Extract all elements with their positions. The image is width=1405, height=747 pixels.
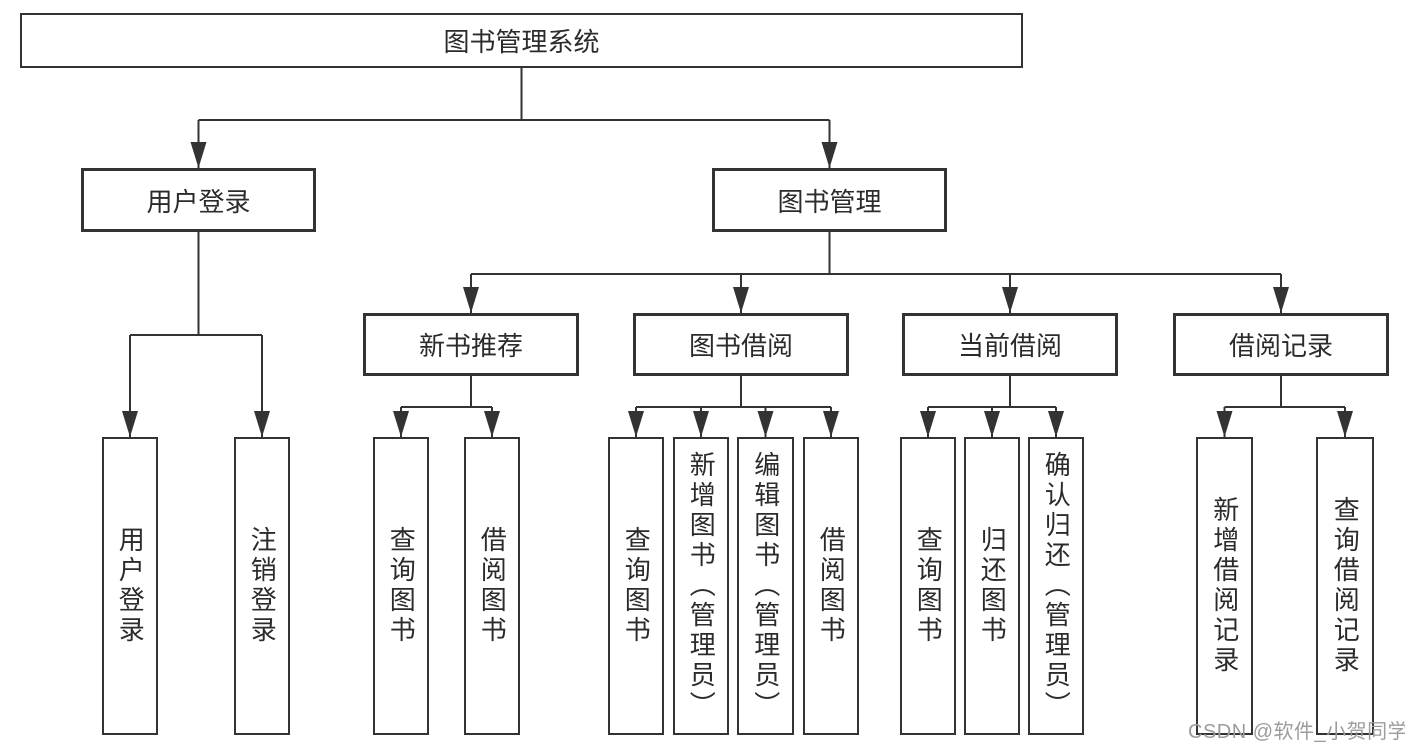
leaf-logout: 注销登录: [234, 437, 290, 735]
node-current-borrow: 当前借阅: [902, 313, 1118, 376]
leaf-user-login: 用户登录: [102, 437, 158, 735]
leaf-query-books-recommend: 查询图书: [373, 437, 429, 735]
leaf-borrow-books-recommend: 借阅图书: [464, 437, 520, 735]
leaf-query-borrow-record-label: 查询借阅记录: [1330, 496, 1361, 676]
leaf-query-books-recommend-label: 查询图书: [386, 526, 417, 646]
node-borrow-records: 借阅记录: [1173, 313, 1389, 376]
leaf-query-books-borrow-label: 查询图书: [621, 526, 652, 646]
node-book-management-label: 图书管理: [777, 186, 882, 217]
node-system-root-label: 图书管理系统: [443, 27, 600, 57]
leaf-query-borrow-record: 查询借阅记录: [1316, 437, 1374, 735]
node-user-login-label: 用户登录: [146, 186, 251, 217]
node-book-management: 图书管理: [712, 168, 947, 232]
node-current-borrow-label: 当前借阅: [957, 331, 1062, 361]
leaf-query-books-current: 查询图书: [900, 437, 956, 735]
leaf-return-book-label: 归还图书: [977, 526, 1008, 646]
node-new-book-recommend-label: 新书推荐: [418, 331, 523, 361]
leaf-query-books-borrow: 查询图书: [608, 437, 664, 735]
node-new-book-recommend: 新书推荐: [363, 313, 579, 376]
leaf-add-borrow-record-label: 新增借阅记录: [1209, 496, 1240, 676]
node-book-borrow: 图书借阅: [633, 313, 849, 376]
leaf-confirm-return-admin: 确认归还（管理员）: [1028, 437, 1084, 735]
node-user-login: 用户登录: [81, 168, 316, 232]
leaf-add-book-admin: 新增图书（管理员）: [673, 437, 729, 735]
leaf-edit-book-admin: 编辑图书（管理员）: [737, 437, 794, 735]
leaf-borrow-books-borrow-label: 借阅图书: [816, 526, 847, 646]
node-system-root: 图书管理系统: [20, 13, 1023, 68]
leaf-add-book-admin-label: 新增图书（管理员）: [686, 451, 717, 721]
leaf-borrow-books-borrow: 借阅图书: [803, 437, 859, 735]
leaf-edit-book-admin-label: 编辑图书（管理员）: [750, 451, 781, 721]
leaf-confirm-return-admin-label: 确认归还（管理员）: [1041, 451, 1072, 721]
leaf-add-borrow-record: 新增借阅记录: [1196, 437, 1253, 735]
node-book-borrow-label: 图书借阅: [688, 331, 793, 361]
leaf-return-book: 归还图书: [964, 437, 1020, 735]
leaf-query-books-current-label: 查询图书: [913, 526, 944, 646]
arrowheads: [122, 142, 1353, 437]
leaf-user-login-label: 用户登录: [115, 526, 146, 646]
leaf-logout-label: 注销登录: [247, 526, 278, 646]
watermark: CSDN @软件_小贺同学: [1188, 721, 1405, 743]
node-borrow-records-label: 借阅记录: [1228, 331, 1333, 361]
leaf-borrow-books-recommend-label: 借阅图书: [477, 526, 508, 646]
